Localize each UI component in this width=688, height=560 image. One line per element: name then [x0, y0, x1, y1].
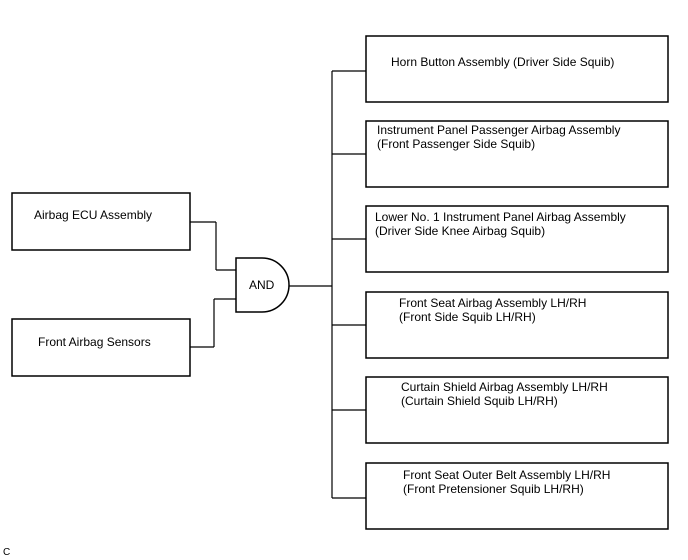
- input-box-1-text-line-1: Airbag ECU Assembly: [34, 208, 152, 222]
- output-box-frame: [365, 291, 669, 359]
- output-box-frame: [365, 376, 669, 444]
- output-box-3-text-line-1: Lower No. 1 Instrument Panel Airbag Asse…: [375, 210, 626, 224]
- output-box-4: Front Seat Airbag Assembly LH/RH(Front S…: [365, 291, 669, 359]
- input-box-2: Front Airbag Sensors: [11, 318, 191, 377]
- connector-lines: [190, 70, 366, 499]
- output-box-6: Front Seat Outer Belt Assembly LH/RH(Fro…: [365, 462, 669, 530]
- output-box-2-text-line-1: Instrument Panel Passenger Airbag Assemb…: [377, 123, 620, 137]
- corner-label: C: [3, 547, 11, 558]
- output-box-4-text-line-1: Front Seat Airbag Assembly LH/RH: [399, 296, 586, 310]
- output-box-6-text-line-1: Front Seat Outer Belt Assembly LH/RH: [403, 468, 610, 482]
- output-box-2-text-line-2: (Front Passenger Side Squib): [377, 137, 535, 151]
- output-box-5-text-line-2: (Curtain Shield Squib LH/RH): [401, 394, 558, 408]
- output-box-5: Curtain Shield Airbag Assembly LH/RH(Cur…: [365, 376, 669, 444]
- and-gate-shape: [235, 257, 290, 313]
- and-gate: AND: [235, 257, 290, 313]
- output-box-frame: [365, 462, 669, 530]
- output-box-2: Instrument Panel Passenger Airbag Assemb…: [365, 120, 669, 188]
- output-box-3-text-line-2: (Driver Side Knee Airbag Squib): [375, 224, 545, 238]
- input-box-1: Airbag ECU Assembly: [11, 192, 191, 251]
- output-box-frame: [365, 120, 669, 188]
- input-box-2-text-line-1: Front Airbag Sensors: [38, 335, 151, 349]
- output-box-frame: [365, 35, 669, 103]
- and-gate-label: AND: [249, 278, 275, 292]
- output-box-3: Lower No. 1 Instrument Panel Airbag Asse…: [365, 205, 669, 273]
- input-box-frame: [11, 192, 191, 251]
- output-box-frame: [365, 205, 669, 273]
- input-box-frame: [11, 318, 191, 377]
- output-box-5-text-line-1: Curtain Shield Airbag Assembly LH/RH: [401, 380, 608, 394]
- output-box-1: Horn Button Assembly (Driver Side Squib): [365, 35, 669, 103]
- output-box-1-text-line-1: Horn Button Assembly (Driver Side Squib): [391, 55, 614, 69]
- output-box-6-text-line-2: (Front Pretensioner Squib LH/RH): [403, 482, 584, 496]
- output-box-4-text-line-2: (Front Side Squib LH/RH): [399, 310, 536, 324]
